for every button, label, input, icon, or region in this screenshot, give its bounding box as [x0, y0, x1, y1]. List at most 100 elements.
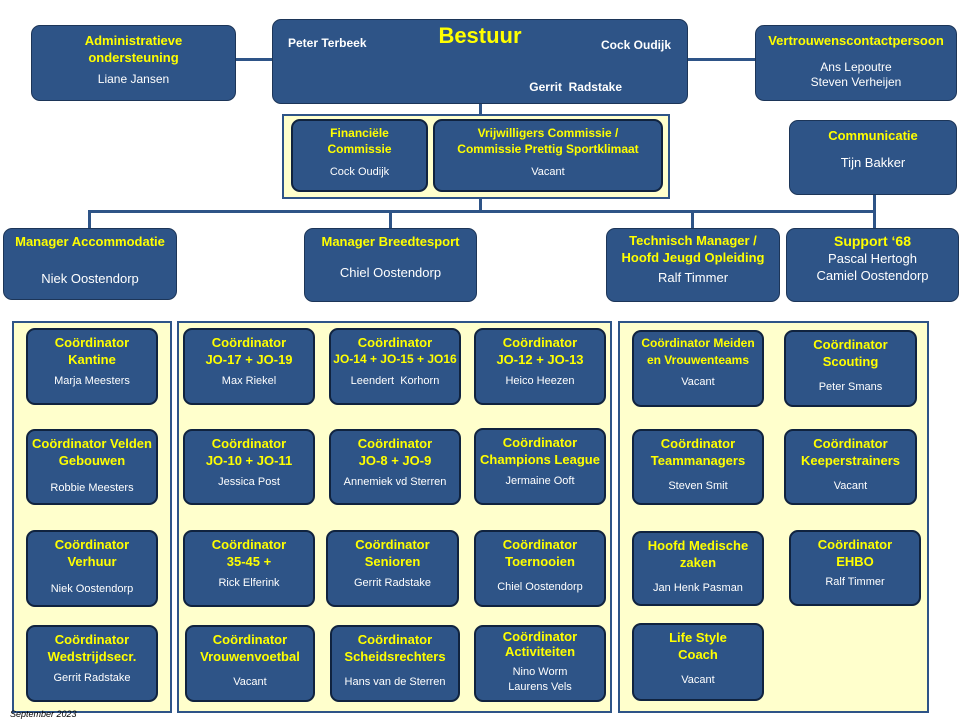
coordinator-name: Gerrit Radstake — [353, 577, 432, 589]
coordinator-name: Vacant — [833, 480, 868, 492]
manager-accommodatie-title: Manager Accommodatie — [15, 234, 165, 249]
connector-line — [479, 103, 482, 115]
connector-line — [873, 194, 876, 212]
coordinator-title: Teammanagers — [650, 453, 746, 468]
coordinator-box: Coördinator Vrouwenvoetbal Vacant — [185, 625, 315, 702]
coordinator-name: Chiel Oostendorp — [497, 581, 583, 593]
coordinator-title: JO-17 + JO-19 — [205, 352, 293, 367]
bestuur-box: Bestuur Peter Terbeek Cock Oudijk Gerrit… — [272, 19, 688, 104]
vertrouwen-title: Vertrouwenscontactpersoon — [768, 33, 944, 48]
coordinator-box: Coördinator Velden Gebouwen Robbie Meest… — [26, 429, 158, 505]
connector-line — [389, 210, 392, 230]
coordinator-title: JO-10 + JO-11 — [205, 453, 293, 468]
coordinator-box: Coördinator Senioren Gerrit Radstake — [326, 530, 459, 607]
coordinator-title: Keeperstrainers — [801, 453, 900, 468]
coordinator-name: Max Riekel — [221, 375, 277, 387]
coordinator-title: Coördinator — [212, 632, 288, 647]
coordinator-box: Coördinator Wedstrijdsecr. Gerrit Radsta… — [26, 625, 158, 702]
coordinator-title: Coördinator Velden — [32, 436, 152, 451]
coordinator-title: Coördinator — [502, 435, 578, 450]
coordinator-title: Coördinator — [357, 632, 433, 647]
coordinator-box: Coördinator Scheidsrechters Hans van de … — [330, 625, 460, 702]
financieel-name: Cock Oudijk — [329, 166, 390, 178]
manager-technisch-box: Technisch Manager / Hoofd Jeugd Opleidin… — [606, 228, 780, 302]
coordinator-title: Coördinator — [502, 537, 578, 552]
vrijwilligers-name: Vacant — [531, 166, 565, 178]
bestuur-member: Gerrit Radstake — [529, 80, 622, 94]
communicatie-name: Tijn Bakker — [840, 155, 906, 170]
coordinator-title: Champions League — [480, 452, 600, 467]
coordinator-title: Coördinator — [357, 335, 433, 350]
coordinator-name: Laurens Vels — [508, 681, 572, 693]
coordinator-title: Coördinator — [813, 337, 888, 352]
connector-line — [235, 58, 273, 61]
coordinator-name: Heico Heezen — [505, 375, 575, 387]
support-name: Camiel Oostendorp — [816, 268, 929, 283]
connector-line — [88, 210, 876, 213]
coordinator-title: Coördinator — [502, 335, 578, 350]
coordinator-title: Coördinator — [813, 436, 888, 451]
coordinator-box: Life Style Coach Vacant — [632, 623, 764, 701]
coordinator-name: Vacant — [233, 676, 267, 688]
coordinator-title: Coördinator — [211, 436, 287, 451]
coordinator-title: JO-14 + JO-15 + JO16 — [333, 352, 457, 366]
coordinator-box: Coördinator Champions League Jermaine Oo… — [474, 428, 606, 505]
coordinator-title: Coördinator — [54, 335, 130, 350]
coordinator-title: Coördinator — [502, 629, 578, 644]
coordinator-box: Coördinator Verhuur Niek Oostendorp — [26, 530, 158, 607]
coordinator-box: Coördinator Teammanagers Steven Smit — [632, 429, 764, 505]
coordinator-box: Coördinator JO-8 + JO-9 Annemiek vd Ster… — [329, 429, 461, 505]
manager-technisch-title: Technisch Manager / — [629, 233, 757, 248]
coordinator-title: Toernooien — [505, 554, 575, 569]
communicatie-title: Communicatie — [828, 128, 918, 143]
communicatie-box: Communicatie Tijn Bakker — [789, 120, 957, 195]
manager-technisch-title: Hoofd Jeugd Opleiding — [621, 250, 765, 265]
vertrouwen-name: Ans Lepoutre — [820, 60, 892, 74]
coordinator-title: zaken — [679, 555, 717, 570]
bestuur-member: Cock Oudijk — [600, 38, 671, 52]
coordinator-name: Gerrit Radstake — [53, 672, 131, 684]
coordinator-title: Coördinator — [54, 537, 130, 552]
coordinator-title: Coördinator — [817, 537, 893, 552]
coordinator-name: Robbie Meesters — [50, 482, 134, 494]
coordinator-title: JO-12 + JO-13 — [496, 352, 584, 367]
coordinator-name: Steven Smit — [668, 480, 728, 492]
coordinator-box: Coördinator 35-45 + Rick Elferink — [183, 530, 315, 607]
coordinator-title: Coördinator — [211, 537, 287, 552]
coordinator-title: Scouting — [822, 354, 879, 369]
coordinator-name: Ralf Timmer — [825, 576, 885, 588]
connector-line — [873, 210, 876, 230]
coordinator-title: Coördinator — [211, 335, 287, 350]
manager-accommodatie-box: Manager Accommodatie Niek Oostendorp — [3, 228, 177, 300]
coordinator-title: Coördinator — [54, 632, 130, 647]
coordinator-title: Senioren — [364, 554, 421, 569]
admin-box: Administratieve ondersteuning Liane Jans… — [31, 25, 236, 101]
coordinator-title: 35-45 + — [226, 554, 272, 569]
footer-date: September 2023 — [10, 709, 77, 719]
coordinator-box: Coördinator JO-14 + JO-15 + JO16 Leender… — [329, 328, 461, 405]
coordinator-box: Coördinator JO-10 + JO-11 Jessica Post — [183, 429, 315, 505]
support-box: Support ‘68 Pascal Hertogh Camiel Oosten… — [786, 228, 959, 302]
vertrouwen-box: Vertrouwenscontactpersoon Ans Lepoutre S… — [755, 25, 957, 101]
coordinator-box: Coördinator JO-17 + JO-19 Max Riekel — [183, 328, 315, 405]
coordinator-title: Verhuur — [67, 554, 117, 569]
financieel-title: Commissie — [327, 142, 392, 156]
coordinator-title: Scheidsrechters — [344, 649, 446, 664]
vertrouwen-name: Steven Verheijen — [810, 75, 902, 89]
admin-title: ondersteuning — [88, 50, 179, 65]
connector-line — [88, 210, 91, 230]
coordinator-name: Vacant — [681, 674, 715, 686]
coordinator-box: Coördinator Activiteiten Nino Worm Laure… — [474, 625, 606, 702]
coordinator-title: EHBO — [836, 554, 874, 569]
manager-technisch-name: Ralf Timmer — [657, 270, 729, 285]
coordinator-name: Jessica Post — [218, 476, 280, 488]
coordinator-title: Coördinator Meiden — [641, 336, 755, 350]
coordinator-name: Annemiek vd Sterren — [343, 476, 447, 488]
coordinator-name: Vacant — [681, 376, 715, 388]
coordinator-box: Coördinator Scouting Peter Smans — [784, 330, 917, 407]
coordinator-name: Niek Oostendorp — [50, 583, 134, 595]
financieel-title: Financiële — [330, 126, 389, 140]
connector-line — [479, 198, 482, 212]
coordinator-box: Coördinator Meiden en Vrouwenteams Vacan… — [632, 330, 764, 407]
coordinator-name: Jermaine Ooft — [505, 475, 575, 487]
